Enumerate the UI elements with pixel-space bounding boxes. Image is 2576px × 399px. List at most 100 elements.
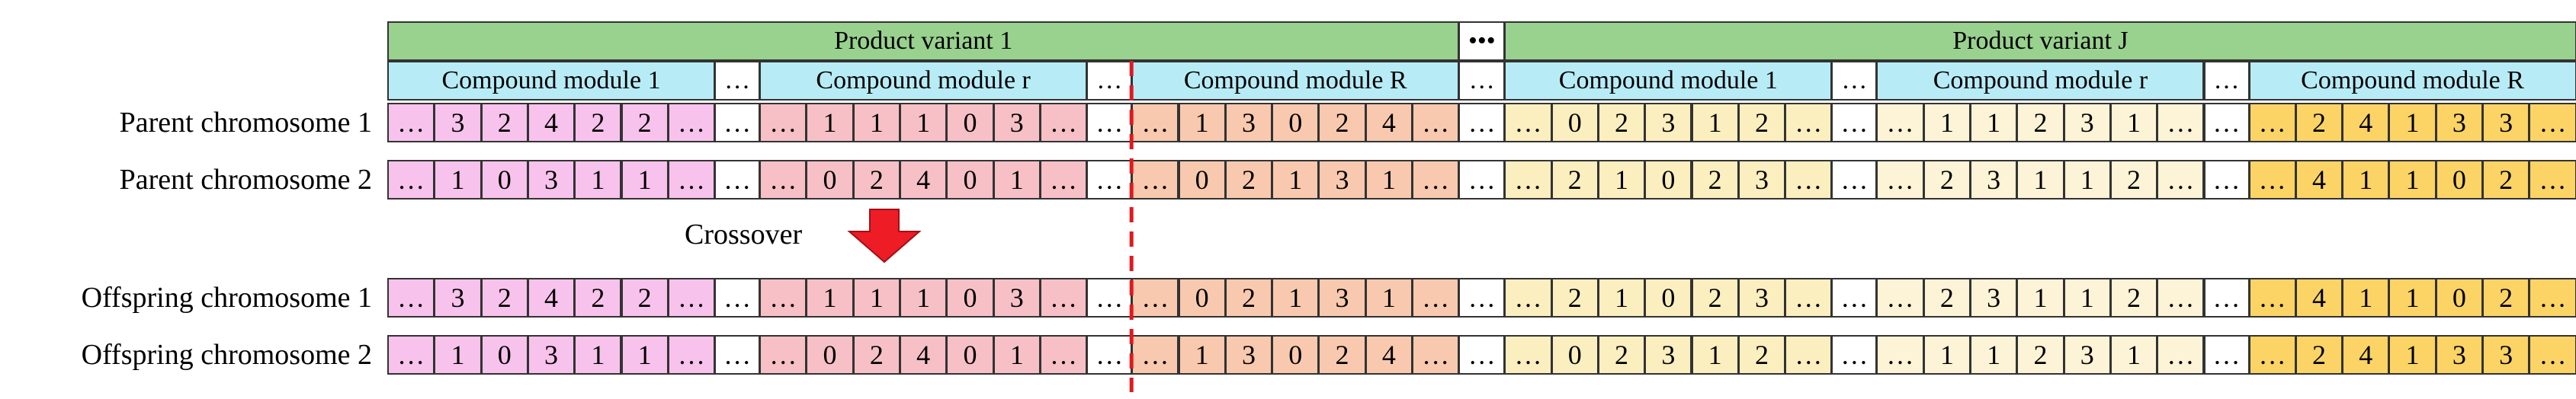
gene-cell: 2: [1737, 335, 1786, 375]
gene-cell: 1: [2016, 160, 2064, 200]
module-separator: …: [2203, 61, 2250, 101]
gene-ellipsis: …: [1876, 278, 1924, 318]
gene-cell: 1: [993, 160, 1041, 200]
gene-cell: 3: [2482, 335, 2530, 375]
gene-ellipsis: …: [1412, 160, 1460, 200]
module-separator: …: [714, 103, 761, 142]
gene-ellipsis: …: [1785, 278, 1833, 318]
gene-cell: 2: [2109, 278, 2158, 318]
gene-cell: 3: [2435, 103, 2483, 142]
gene-cell: 1: [1923, 335, 1971, 375]
module-separator: …: [714, 278, 761, 318]
gene-cell: 1: [806, 103, 854, 142]
gene-ellipsis: …: [1131, 160, 1179, 200]
gene-cell: 4: [527, 278, 576, 318]
gene-cell: 2: [1737, 103, 1786, 142]
gene-ellipsis: …: [1785, 103, 1833, 142]
gene-cell: 1: [2342, 278, 2390, 318]
gene-cell: 1: [1970, 103, 2018, 142]
gene-cell: 0: [1551, 103, 1599, 142]
variant-header: Product variant J: [1504, 21, 2576, 61]
gene-cell: 1: [2388, 160, 2436, 200]
gene-ellipsis: …: [2248, 335, 2296, 375]
gene-cell: 3: [993, 278, 1041, 318]
row-label: Offspring chromosome 1: [81, 282, 372, 314]
gene-ellipsis: …: [667, 160, 716, 200]
module-separator: …: [1831, 103, 1878, 142]
gene-cell: 0: [2435, 278, 2483, 318]
module-separator: …: [1086, 103, 1133, 142]
variant-separator: …: [1458, 335, 1506, 375]
gene-cell: 2: [1224, 160, 1273, 200]
gene-cell: 2: [2482, 160, 2530, 200]
gene-cell: 0: [1272, 103, 1320, 142]
row-label: Parent chromosome 1: [119, 107, 372, 139]
module-separator: …: [714, 160, 761, 200]
gene-cell: 3: [1318, 160, 1366, 200]
module-header: Compound module r: [759, 61, 1088, 101]
module-header: Compound module R: [2248, 61, 2576, 101]
gene-cell: 0: [1644, 160, 1692, 200]
gene-cell: 1: [1272, 278, 1320, 318]
gene-cell: 0: [1178, 278, 1226, 318]
gene-cell: 1: [1178, 103, 1226, 142]
gene-cell: 2: [1318, 103, 1366, 142]
gene-cell: 4: [2295, 278, 2343, 318]
gene-cell: 3: [2482, 103, 2530, 142]
gene-ellipsis: …: [1504, 103, 1552, 142]
gene-cell: 2: [2482, 278, 2530, 318]
gene-ellipsis: …: [387, 103, 435, 142]
gene-ellipsis: …: [759, 160, 807, 200]
gene-cell: 0: [1272, 335, 1320, 375]
gene-ellipsis: …: [1039, 335, 1088, 375]
gene-cell: 2: [1691, 160, 1739, 200]
gene-cell: 1: [2109, 103, 2158, 142]
gene-ellipsis: …: [1131, 278, 1179, 318]
gene-cell: 2: [1597, 335, 1646, 375]
gene-cell: 3: [1224, 103, 1273, 142]
gene-cell: 1: [900, 278, 948, 318]
module-header: Compound module 1: [387, 61, 716, 101]
variant-gap-dots: •••: [1458, 21, 1506, 61]
crossover-down-arrow-icon: [847, 209, 922, 263]
gene-cell: 3: [434, 278, 482, 318]
gene-ellipsis: …: [2529, 103, 2576, 142]
gene-cell: 1: [2388, 278, 2436, 318]
gene-cell: 1: [900, 103, 948, 142]
gene-ellipsis: …: [1504, 160, 1552, 200]
gene-cell: 3: [2063, 335, 2111, 375]
gene-ellipsis: …: [2248, 160, 2296, 200]
gene-cell: 1: [1272, 160, 1320, 200]
module-header: Compound module R: [1131, 61, 1460, 101]
module-separator: …: [714, 61, 761, 101]
gene-cell: 1: [574, 335, 622, 375]
gene-cell: 1: [2063, 278, 2111, 318]
gene-cell: 3: [527, 335, 576, 375]
gene-cell: 1: [1691, 335, 1739, 375]
gene-ellipsis: …: [2248, 278, 2296, 318]
variant-separator: …: [1458, 61, 1506, 101]
gene-cell: 2: [852, 335, 900, 375]
module-separator: …: [1831, 335, 1878, 375]
gene-cell: 1: [2388, 335, 2436, 375]
gene-cell: 3: [1318, 278, 1366, 318]
module-separator: …: [1831, 278, 1878, 318]
gene-cell: 2: [621, 103, 669, 142]
gene-cell: 0: [2435, 160, 2483, 200]
gene-cell: 1: [434, 335, 482, 375]
gene-ellipsis: …: [759, 278, 807, 318]
variant-separator: …: [1458, 278, 1506, 318]
gene-cell: 3: [1970, 278, 2018, 318]
gene-cell: 1: [574, 160, 622, 200]
module-separator: …: [1086, 61, 1133, 101]
gene-cell: 2: [2295, 335, 2343, 375]
gene-cell: 1: [621, 160, 669, 200]
gene-cell: 3: [2435, 335, 2483, 375]
module-header: Compound module r: [1876, 61, 2205, 101]
gene-cell: 3: [1970, 160, 2018, 200]
gene-cell: 2: [574, 103, 622, 142]
gene-ellipsis: …: [759, 335, 807, 375]
gene-cell: 1: [2342, 160, 2390, 200]
gene-ellipsis: …: [387, 278, 435, 318]
